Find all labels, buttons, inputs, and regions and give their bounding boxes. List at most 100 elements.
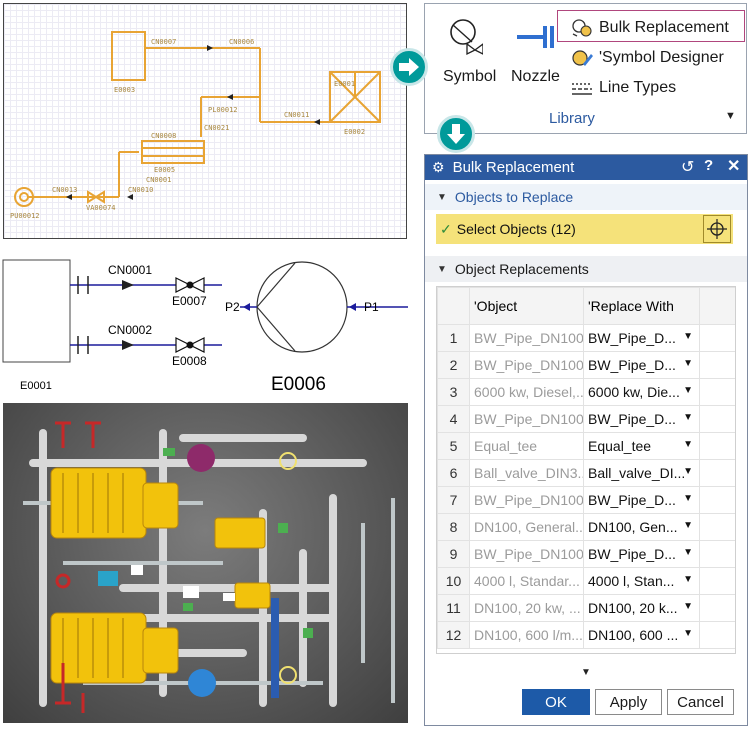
bulk-replacement-label: Bulk Replacement [599,19,729,36]
crosshair-select-button[interactable] [703,215,731,243]
line-types-label: Line Types [599,79,677,96]
schem-label: E0005 [154,166,175,174]
replace-with-column-header[interactable]: 'Replace With [583,287,700,325]
object-cell: 4000 l, Standar... [469,567,584,595]
dropdown-arrow-icon[interactable]: ▼ [683,439,693,450]
replace-with-cell[interactable]: BW_Pipe_D...▼ [583,324,700,352]
heat-exchanger-symbol [329,71,381,123]
replace-with-cell[interactable]: BW_Pipe_D... ▼ [583,486,700,514]
schem-label: CN0010 [128,186,153,194]
symbol-designer-button[interactable]: 'Symbol Designer [571,48,724,68]
dropdown-arrow-icon[interactable]: ▼ [683,412,693,423]
cooler-symbol [141,140,205,164]
dropdown-arrow-icon[interactable]: ▼ [683,520,693,531]
apply-button[interactable]: Apply [595,689,662,715]
replace-with-value: DN100, 20 k... [588,600,678,616]
bulk-replacement-highlight [557,10,745,42]
object-cell: 6000 kw, Diesel,... [469,378,584,406]
schem-label: CN0001 [146,176,171,184]
nozzle-label: Nozzle [511,68,560,85]
bulk-replacement-button[interactable]: Bulk Replacement [571,18,729,38]
schem-label: E0003 [114,86,135,94]
port-label: P1 [364,300,379,314]
section-title: Object Replacements [454,261,589,277]
cancel-button[interactable]: Cancel [667,689,734,715]
row-number: 8 [437,513,470,541]
empty-cell [699,459,735,487]
pid-drawing: E0001 CN0001 CN0002 E0007 E0008 P2 P1 E0… [2,259,408,395]
nozzle-button[interactable]: Nozzle [507,14,565,88]
close-icon[interactable]: ✕ [727,158,741,175]
table-header-row: 'Object 'Replace With [437,287,735,325]
empty-cell [699,486,735,514]
dropdown-arrow-icon[interactable]: ▼ [683,358,693,369]
schem-label: E0001 [334,80,355,88]
row-number: 1 [437,324,470,352]
empty-cell [699,405,735,433]
schem-label: CN0021 [204,124,229,132]
dropdown-arrow-icon[interactable]: ▼ [683,601,693,612]
help-icon[interactable]: ? [704,157,714,174]
line-types-button[interactable]: Line Types [571,78,676,98]
select-objects-row[interactable]: ✓ Select Objects (12) [436,214,733,244]
valve-symbol [87,190,105,204]
replace-with-value: DN100, 600 ... [588,627,679,643]
replace-with-value: Equal_tee [588,438,652,454]
replace-with-cell[interactable]: 6000 kw, Die...▼ [583,378,700,406]
apply-label: Apply [609,693,648,711]
symbol-button[interactable]: Symbol [435,14,496,88]
object-cell: BW_Pipe_DN100 [469,540,584,568]
dropdown-arrow-icon[interactable]: ▼ [683,628,693,639]
row-number: 2 [437,351,470,379]
flow-arrow [122,340,134,350]
schematic-drawing: CN0007 CN0006 E0003 PL00012 CN0011 E0002… [10,31,381,220]
replace-with-cell[interactable]: BW_Pipe_D...▼ [583,540,700,568]
dialog-titlebar[interactable]: ⚙ Bulk Replacement ↺ ? ✕ [425,155,747,180]
dropdown-arrow-icon[interactable]: ▼ [683,331,693,342]
section-object-replacements[interactable]: ▼ Object Replacements [425,256,747,282]
dropdown-arrow-icon[interactable]: ▼ [683,574,693,585]
reset-icon[interactable]: ↺ [681,159,695,176]
empty-cell [699,567,735,595]
replace-with-cell[interactable]: BW_Pipe_D... ▼ [583,351,700,379]
replace-with-cell[interactable]: 4000 l, Stan...▼ [583,567,700,595]
dropdown-arrow-icon[interactable]: ▼ [683,385,693,396]
replace-with-cell[interactable]: Equal_tee ▼ [583,432,700,460]
dropdown-arrow-icon[interactable]: ▼ [683,466,693,477]
dropdown-arrow-icon[interactable]: ▼ [683,547,693,558]
group-expand-icon[interactable]: ▼ [725,110,736,122]
schem-label: E0002 [344,128,365,136]
replace-with-cell[interactable]: DN100, 20 k... ▼ [583,594,700,622]
pump-label: E0006 [271,374,326,395]
replace-with-cell[interactable]: DN100, 600 ... ▼ [583,621,700,649]
ok-button[interactable]: OK [522,689,590,715]
collapse-icon: ▼ [437,191,447,203]
3d-model-drawing [23,421,395,713]
scroll-down-icon[interactable]: ▼ [581,667,591,678]
dropdown-arrow-icon[interactable]: ▼ [683,493,693,504]
object-cell: Ball_valve_DIN3... [469,459,584,487]
replace-with-value: BW_Pipe_D... [588,492,676,508]
replace-with-cell[interactable]: Ball_valve_DI...▼ [583,459,700,487]
valve-label: E0008 [172,354,207,368]
replace-with-cell[interactable]: BW_Pipe_D...▼ [583,405,700,433]
replace-with-cell[interactable]: DN100, Gen...▼ [583,513,700,541]
check-icon: ✓ [440,220,452,237]
object-column-header[interactable]: 'Object [469,287,584,325]
replace-with-value: BW_Pipe_D... [588,357,676,373]
section-objects-to-replace[interactable]: ▼ Objects to Replace [425,184,747,210]
pid-diagram: E0001 CN0001 CN0002 E0007 E0008 P2 P1 E0… [0,250,408,400]
